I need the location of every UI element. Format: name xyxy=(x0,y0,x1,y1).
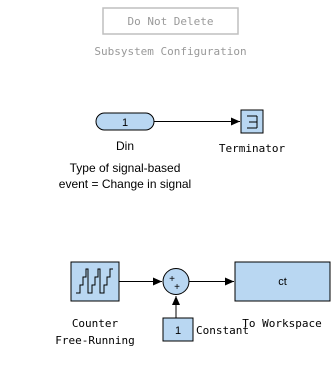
do-not-delete-button-frame[interactable] xyxy=(102,7,239,35)
to-workspace-box[interactable] xyxy=(234,261,331,302)
staircase-counter-icon xyxy=(76,268,113,294)
inport-port-number: 1 xyxy=(122,117,128,129)
terminator-block-name: Terminator xyxy=(219,142,286,155)
sum-block[interactable]: + + xyxy=(162,268,190,295)
sum-sign-bottom: + xyxy=(174,282,180,293)
to-workspace-block-name: To Workspace xyxy=(242,317,321,330)
sum-sign-top: + xyxy=(169,274,175,285)
din-block-name: Din xyxy=(116,139,134,153)
constant-block-name: Constant xyxy=(196,324,249,337)
din-description-line1: Type of signal-based xyxy=(70,161,181,175)
din-description-line2: event = Change in signal xyxy=(59,177,191,191)
constant-block[interactable]: 1 xyxy=(162,317,194,342)
din-inport-block[interactable]: 1 xyxy=(95,112,155,131)
counter-name-line1: Counter xyxy=(72,317,119,330)
do-not-delete-button-label: Do Not Delete xyxy=(127,15,213,28)
subsystem-config-caption: Subsystem Configuration xyxy=(94,45,246,58)
terminator-block[interactable] xyxy=(240,109,264,134)
to-workspace-variable: ct xyxy=(278,276,287,288)
constant-box[interactable] xyxy=(162,317,194,342)
constant-value: 1 xyxy=(175,325,181,337)
counter-name-line2: Free-Running xyxy=(55,334,134,347)
counter-free-running-block[interactable] xyxy=(70,261,120,302)
subsystem-config-block[interactable]: Do Not Delete Subsystem Configuration xyxy=(94,7,247,58)
terminator-icon xyxy=(247,115,258,129)
to-workspace-block[interactable]: ct xyxy=(234,261,331,302)
